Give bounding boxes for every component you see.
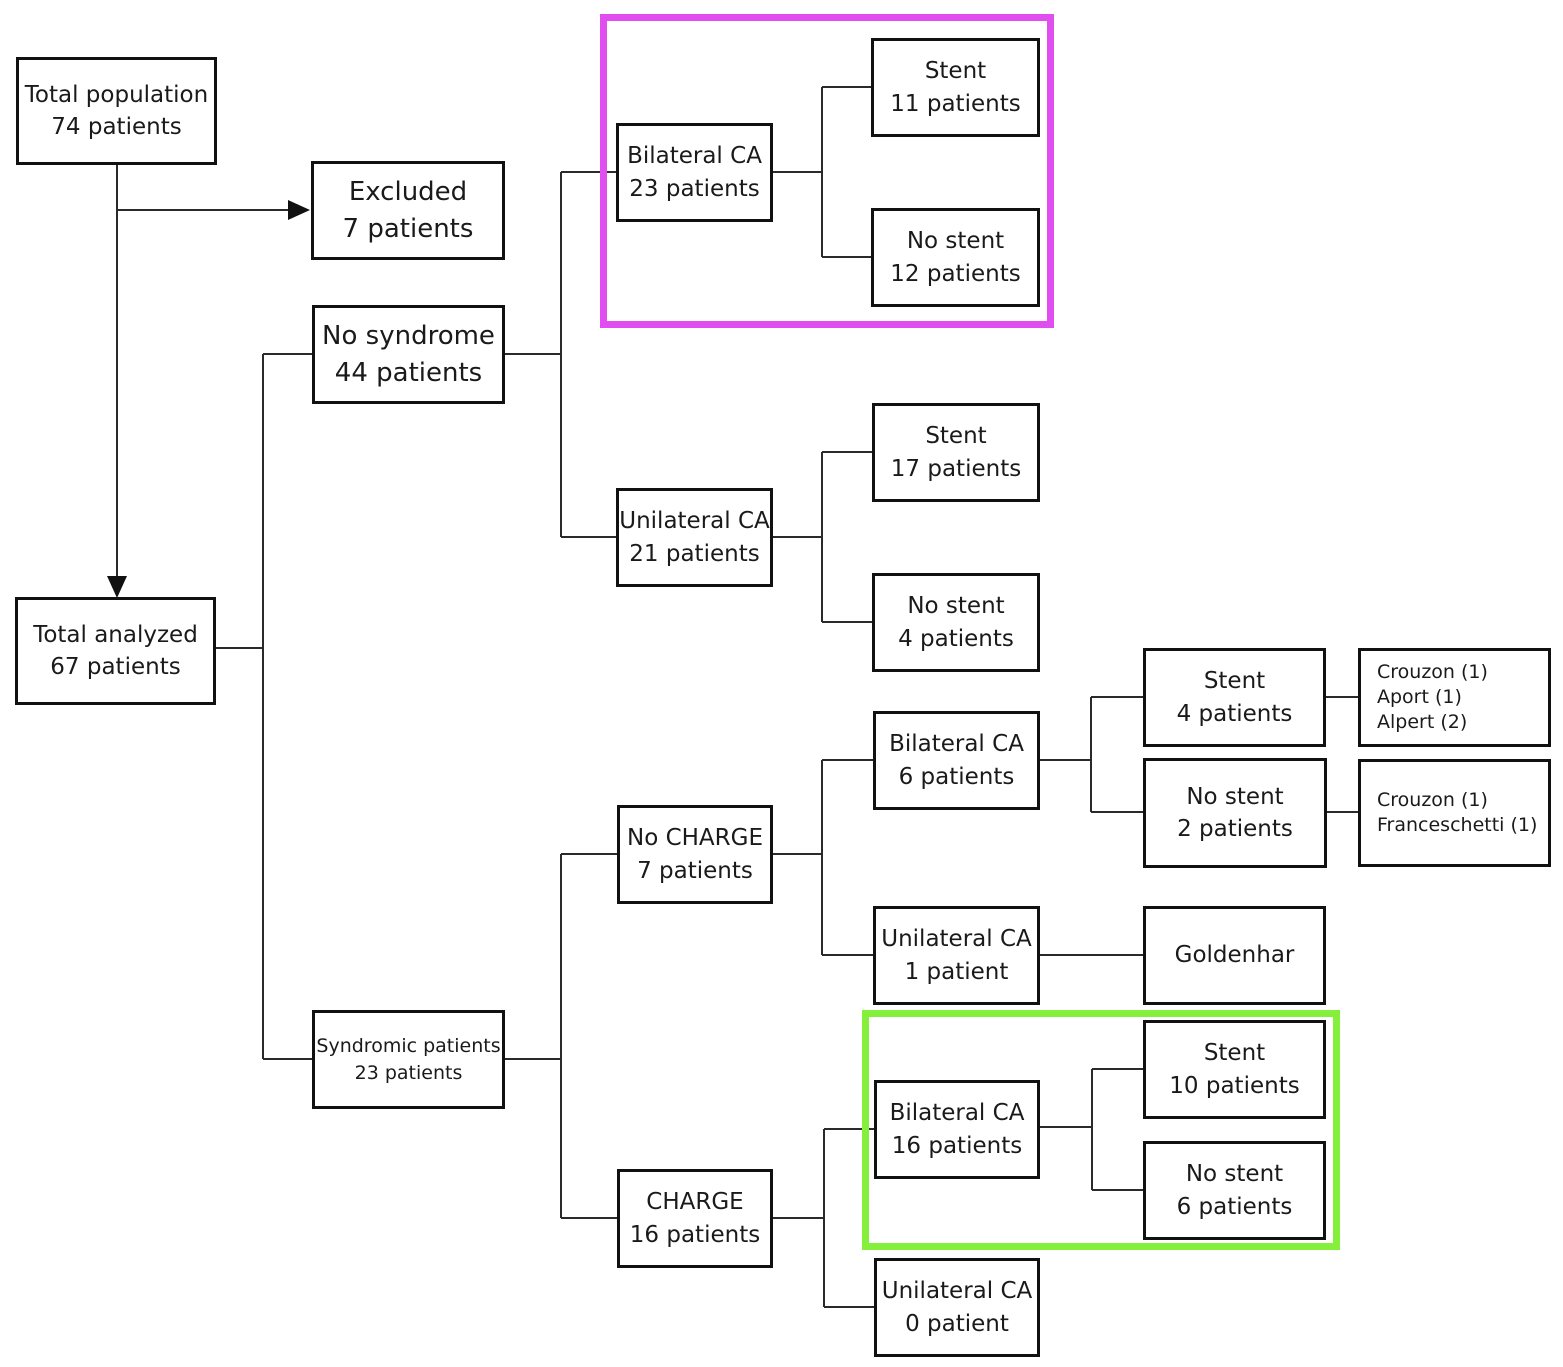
node-label: Stent xyxy=(1203,1040,1266,1067)
node-no-syndrome: No syndrome 44 patients xyxy=(312,305,505,404)
node-count: 16 patients xyxy=(891,1132,1023,1159)
arrowhead-excluded xyxy=(288,200,310,220)
node-label: Stent xyxy=(1203,668,1266,695)
node-stent-syndromes-list: Crouzon (1) Aport (1) Alpert (2) xyxy=(1358,648,1551,747)
node-label: Goldenhar xyxy=(1174,942,1295,969)
highlight-box-green xyxy=(862,1010,1340,1250)
node-count: 6 patients xyxy=(898,763,1015,790)
node-nc-bi-nostent: No stent 2 patients xyxy=(1143,758,1327,868)
node-label: CHARGE xyxy=(646,1189,744,1216)
node-count: 17 patients xyxy=(890,455,1022,482)
node-total-analyzed: Total analyzed 67 patients xyxy=(15,597,216,705)
node-label: Syndromic patients xyxy=(316,1034,501,1057)
node-ns-bi-nostent: No stent 12 patients xyxy=(871,208,1040,307)
node-label: Stent xyxy=(924,58,987,85)
node-count: 74 patients xyxy=(51,114,182,140)
node-nc-bilateral-ca: Bilateral CA 6 patients xyxy=(873,711,1040,810)
node-count: 23 patients xyxy=(354,1061,463,1084)
node-count: 12 patients xyxy=(890,260,1021,287)
node-count: 6 patients xyxy=(1176,1193,1293,1220)
node-count: 23 patients xyxy=(629,175,760,202)
node-nc-unilateral-ca: Unilateral CA 1 patient xyxy=(873,906,1040,1005)
node-count: 44 patients xyxy=(334,357,483,388)
node-label: Unilateral CA xyxy=(881,926,1032,953)
node-count: 16 patients xyxy=(629,1221,761,1248)
syndrome-item: Crouzon (1) xyxy=(1377,789,1488,812)
node-ns-uni-stent: Stent 17 patients xyxy=(872,403,1040,502)
node-count: 1 patient xyxy=(904,958,1009,985)
syndrome-item: Crouzon (1) xyxy=(1377,661,1488,684)
node-nc-bi-stent: Stent 4 patients xyxy=(1143,648,1326,747)
node-label: Total analyzed xyxy=(33,621,198,648)
node-label: No stent xyxy=(1186,783,1284,810)
syndrome-item: Alpert (2) xyxy=(1377,710,1468,733)
node-count: 11 patients xyxy=(890,90,1021,117)
node-label: Total population xyxy=(24,81,209,108)
node-label: No stent xyxy=(907,593,1005,620)
highlight-box-magenta xyxy=(600,14,1054,328)
node-total-population: Total population 74 patients xyxy=(16,57,217,165)
node-syndromic-patients: Syndromic patients 23 patients xyxy=(312,1010,505,1109)
node-label: Unilateral CA xyxy=(619,508,770,535)
node-count: 10 patients xyxy=(1169,1072,1300,1099)
node-ch-bi-nostent: No stent 6 patients xyxy=(1143,1141,1326,1240)
node-label: No syndrome xyxy=(322,321,495,352)
node-label: Unilateral CA xyxy=(881,1278,1033,1305)
node-count: 0 patient xyxy=(905,1310,1009,1337)
node-label: Bilateral CA xyxy=(889,1100,1025,1127)
node-count: 4 patients xyxy=(898,625,1014,652)
node-charge: CHARGE 16 patients xyxy=(617,1169,773,1268)
node-ch-bilateral-ca: Bilateral CA 16 patients xyxy=(874,1080,1040,1179)
node-label: No stent xyxy=(1185,1161,1284,1188)
node-ns-bi-stent: Stent 11 patients xyxy=(871,38,1040,137)
node-excluded: Excluded 7 patients xyxy=(311,161,505,260)
node-label: Stent xyxy=(925,423,987,450)
node-ns-bilateral-ca: Bilateral CA 23 patients xyxy=(616,123,773,222)
node-label: No stent xyxy=(906,228,1005,255)
syndrome-item: Aport (1) xyxy=(1377,686,1462,709)
node-no-charge: No CHARGE 7 patients xyxy=(617,805,773,904)
node-count: 7 patients xyxy=(342,213,474,244)
node-nostent-syndromes-list: Crouzon (1) Franceschetti (1) xyxy=(1358,759,1551,867)
node-count: 21 patients xyxy=(629,540,760,567)
node-goldenhar: Goldenhar xyxy=(1143,906,1326,1005)
node-ch-bi-stent: Stent 10 patients xyxy=(1143,1020,1326,1119)
node-label: Bilateral CA xyxy=(627,143,762,170)
arrowhead-analyzed xyxy=(107,576,127,598)
node-count: 67 patients xyxy=(50,654,181,680)
node-count: 7 patients xyxy=(637,857,753,884)
node-label: Bilateral CA xyxy=(889,731,1024,758)
node-ch-unilateral-ca: Unilateral CA 0 patient xyxy=(874,1258,1040,1357)
node-label: Excluded xyxy=(348,177,468,208)
node-label: No CHARGE xyxy=(626,825,763,852)
node-count: 4 patients xyxy=(1176,700,1293,727)
node-ns-uni-nostent: No stent 4 patients xyxy=(872,573,1040,672)
node-count: 2 patients xyxy=(1177,816,1293,842)
node-ns-unilateral-ca: Unilateral CA 21 patients xyxy=(616,488,773,587)
syndrome-item: Franceschetti (1) xyxy=(1377,814,1538,836)
